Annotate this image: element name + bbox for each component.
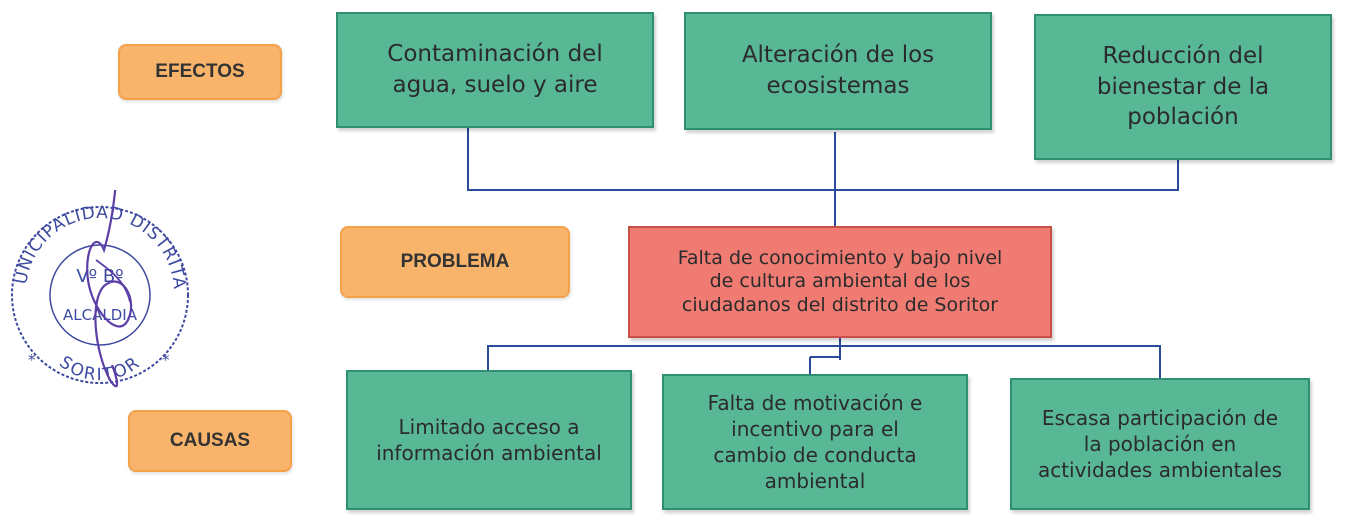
cause-text: Falta de motivación e incentivo para el … <box>707 391 923 493</box>
cause-text: Escasa participación de la población en … <box>1037 406 1283 482</box>
cause-text: Limitado acceso a información ambiental <box>376 415 602 465</box>
municipal-seal-stamp: MUNICIPALIDAD DISTRITAL SORITOR Vº Bº AL… <box>0 190 189 388</box>
effects-connector <box>467 127 1179 191</box>
signature-stroke <box>86 190 133 388</box>
seal-alcaldia-text: ALCALDIA <box>63 306 138 324</box>
cause-box-participation: Escasa participación de la población en … <box>1010 378 1310 510</box>
effect-box-ecosystems: Alteración de los ecosistemas <box>684 12 992 130</box>
effects-label: EFECTOS <box>118 44 282 100</box>
effect-text: Reducción del bienestar de la población <box>1096 42 1270 131</box>
seal-star-left: * <box>28 351 36 369</box>
effect-box-wellbeing: Reducción del bienestar de la población <box>1034 14 1332 160</box>
seal-star-right: * <box>162 351 170 369</box>
cause-box-information-access: Limitado acceso a información ambiental <box>346 370 632 510</box>
effect-text: Alteración de los ecosistemas <box>741 42 935 99</box>
causes-label: CAUSAS <box>128 410 292 472</box>
signature-stroke <box>95 259 131 303</box>
problem-box: Falta de conocimiento y bajo nivel de cu… <box>628 226 1052 338</box>
problem-text: Falta de conocimiento y bajo nivel de cu… <box>677 247 1003 316</box>
effect-box-water-soil-air: Contaminación del agua, suelo y aire <box>336 12 654 128</box>
causes-connector <box>487 345 1161 380</box>
problem-label: PROBLEMA <box>340 226 570 298</box>
effect-text: Contaminación del agua, suelo y aire <box>387 41 603 98</box>
cause-box-motivation: Falta de motivación e incentivo para el … <box>662 374 968 510</box>
